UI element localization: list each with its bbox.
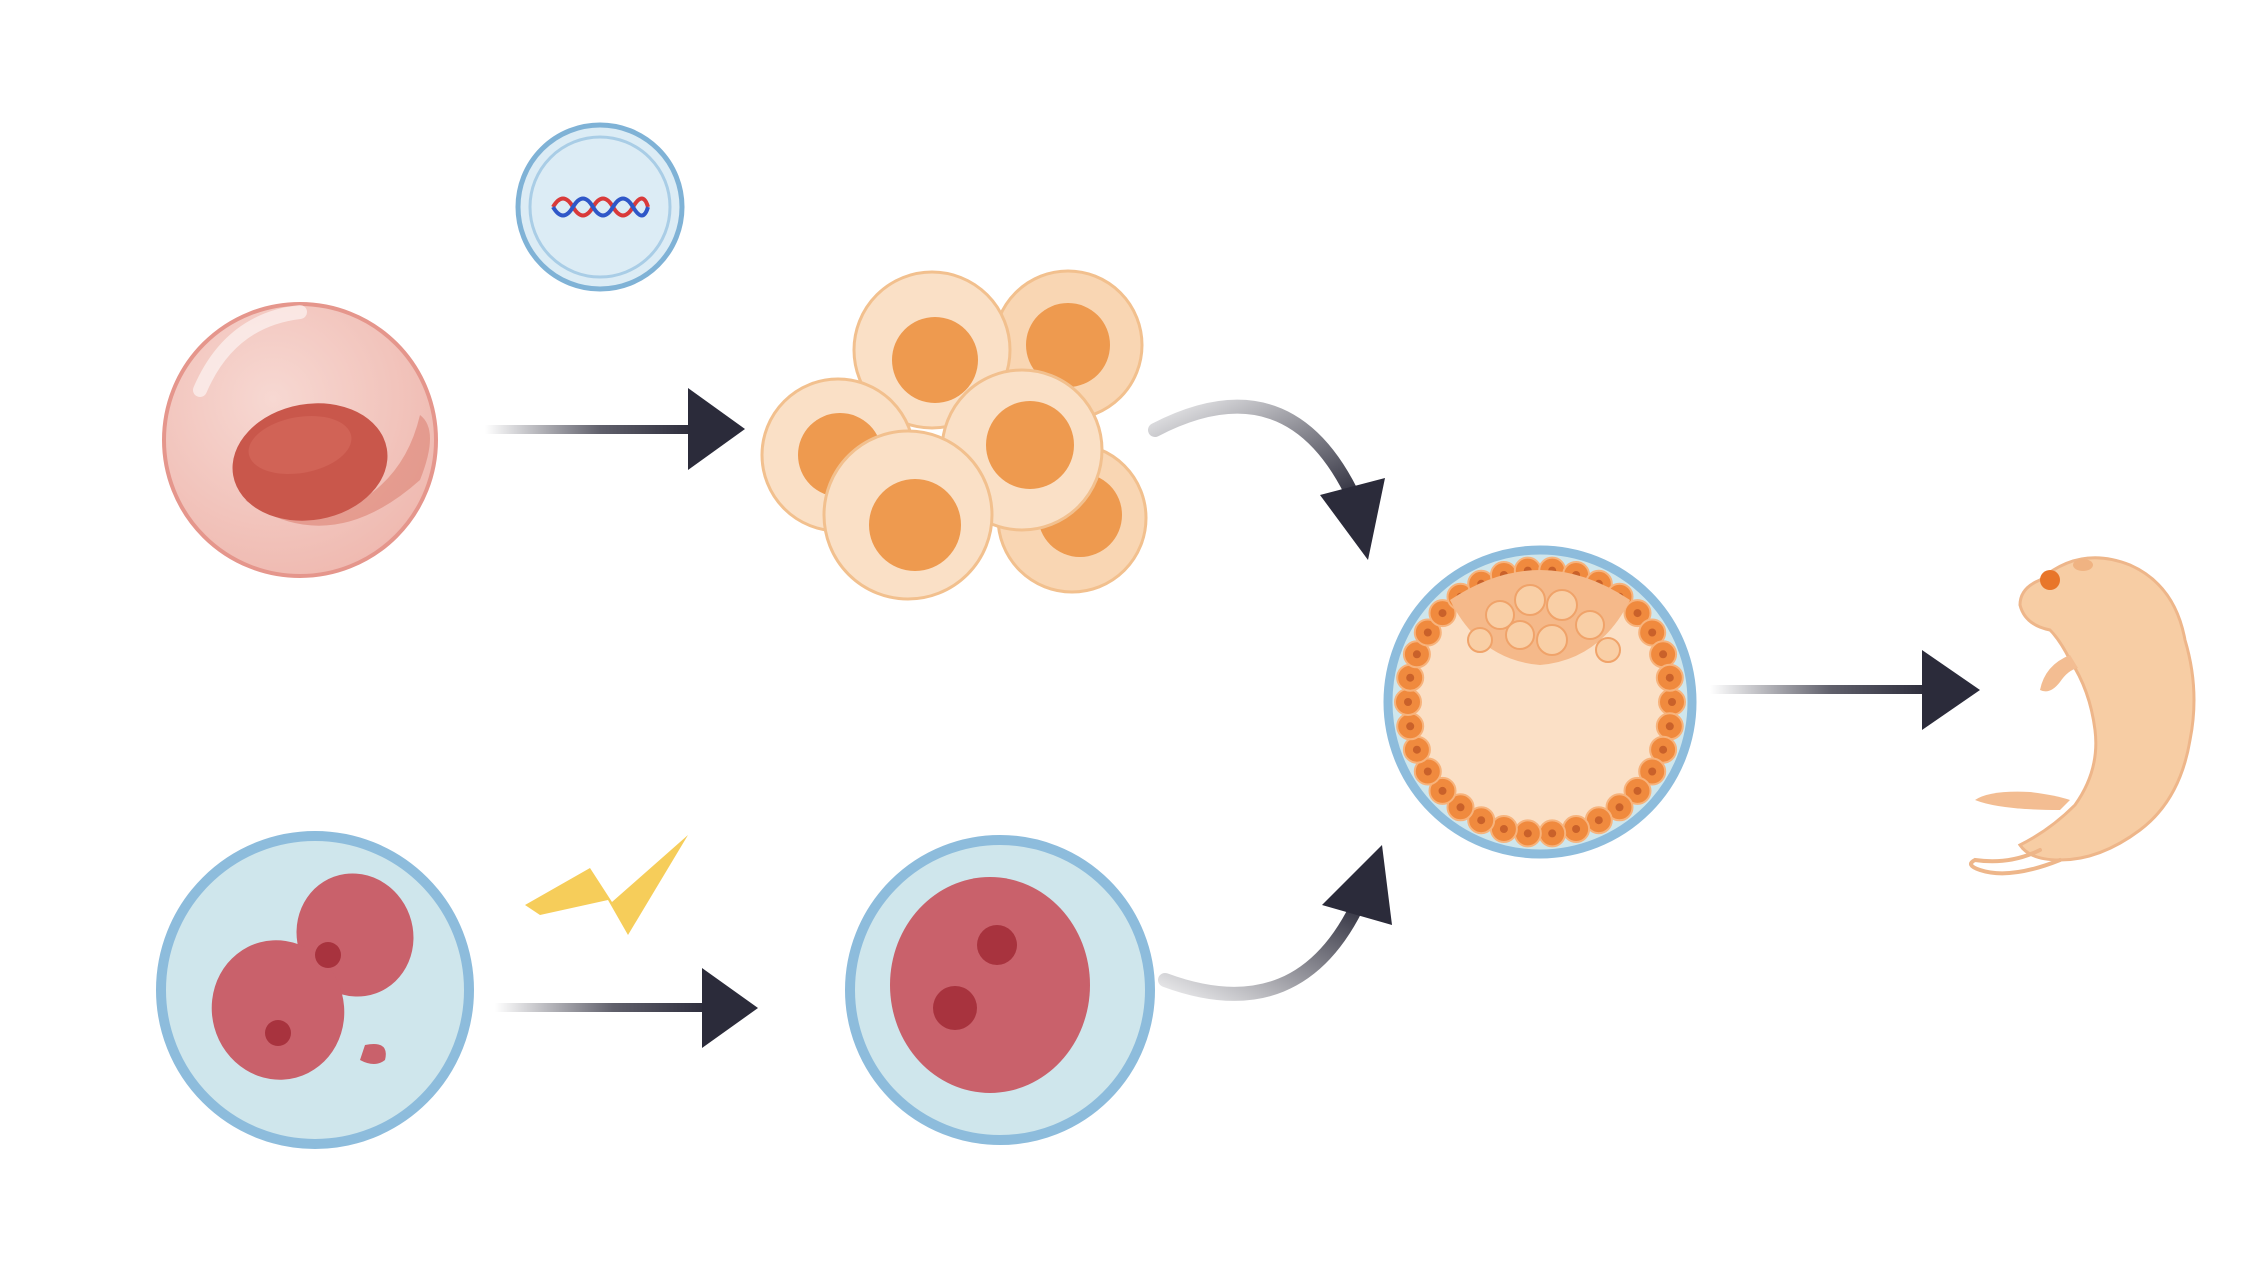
trophoblast-cell-nucleus — [1423, 767, 1432, 776]
blastocyst-icon — [1383, 545, 1697, 859]
trophoblast-cell-nucleus — [1659, 650, 1668, 659]
trophoblast-cell-nucleus — [1412, 745, 1421, 754]
trophoblast-cell-nucleus — [1406, 722, 1415, 731]
cell-cluster-icon — [760, 269, 1148, 601]
trophoblast-cell-nucleus — [1665, 722, 1674, 731]
single-cell-embryo-icon — [845, 835, 1155, 1145]
two-cell-embryo-icon — [156, 831, 474, 1149]
trophoblast-cell-nucleus — [1615, 803, 1624, 812]
trophoblast-cell-nucleus — [1633, 609, 1642, 618]
trophoblast-cell-nucleus — [1648, 767, 1657, 776]
trophoblast-cell-nucleus — [1499, 825, 1508, 833]
trophoblast-cell-nucleus — [1594, 816, 1603, 825]
lightning-icon — [525, 835, 688, 935]
somatic-cell-icon — [162, 302, 438, 578]
trophoblast-cell-nucleus — [1523, 829, 1532, 838]
dna-vial-icon — [515, 122, 685, 292]
trophoblast-cell-nucleus — [1648, 628, 1657, 637]
arrow-twocell-to-embryo — [495, 968, 758, 1048]
trophoblast-cell-nucleus — [1456, 803, 1465, 812]
trophoblast-cell-nucleus — [1633, 786, 1642, 795]
mouse-fetus-icon — [1969, 556, 2196, 876]
trophoblast-cell-nucleus — [1665, 673, 1674, 682]
arrow-blastocyst-to-fetus — [1710, 650, 1980, 730]
trophoblast-cell-nucleus — [1438, 786, 1447, 795]
trophoblast-cell-nucleus — [1438, 609, 1447, 618]
trophoblast-cell-nucleus — [1406, 673, 1415, 682]
blastocyst-inner-cell-mass — [1450, 570, 1630, 665]
trophoblast-cell-nucleus — [1668, 698, 1676, 706]
trophoblast-cell-nucleus — [1477, 816, 1486, 825]
trophoblast-cell-nucleus — [1404, 698, 1412, 706]
trophoblast-cell-nucleus — [1548, 829, 1557, 838]
arrow-cluster-to-blastocyst — [1148, 399, 1385, 560]
trophoblast-cell-nucleus — [1659, 745, 1668, 754]
arrow-somatic-to-cluster — [485, 388, 745, 470]
trophoblast-cell-nucleus — [1412, 650, 1421, 659]
arrow-embryo-to-blastocyst — [1158, 845, 1392, 1001]
trophoblast-cell-nucleus — [1572, 825, 1581, 833]
trophoblast-cell-nucleus — [1423, 628, 1432, 637]
